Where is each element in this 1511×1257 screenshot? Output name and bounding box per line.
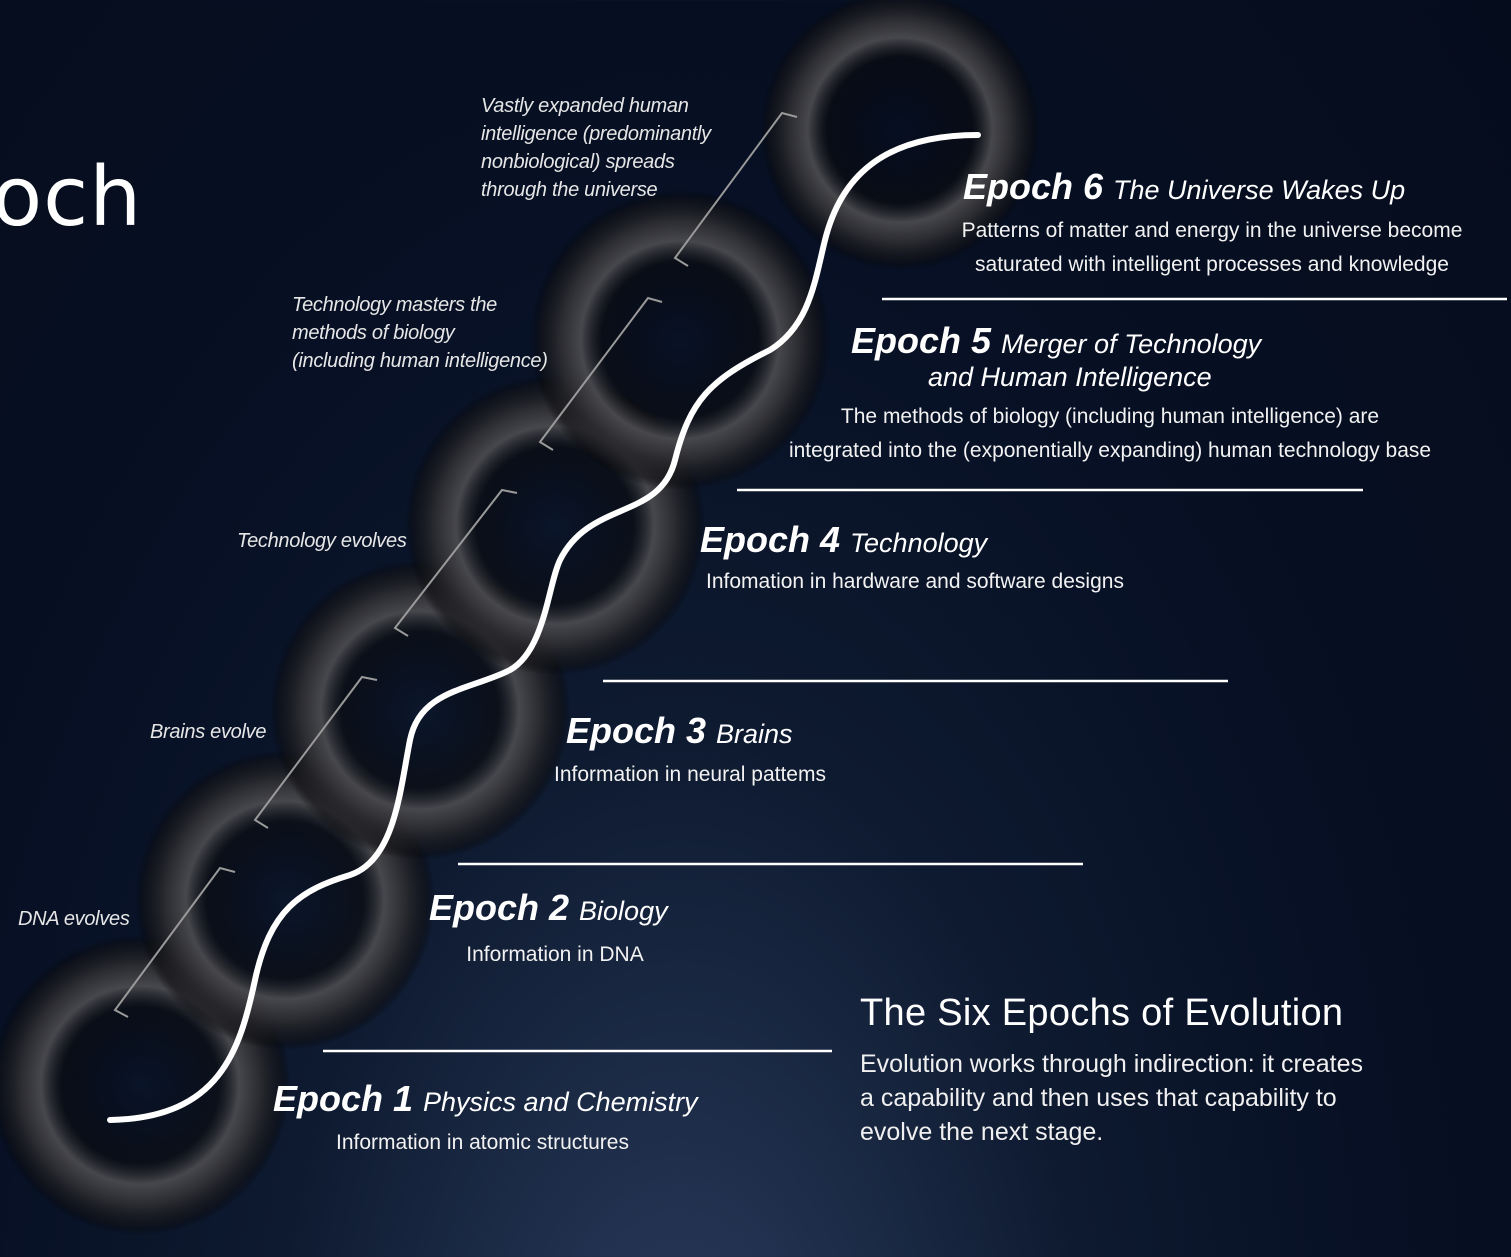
epoch-2-heading: Epoch 2 Biology <box>429 887 668 929</box>
slide-title-fragment: och <box>0 150 143 245</box>
transition-label-technology-evolves: Technology evolves <box>237 527 407 555</box>
epoch-divider-lines <box>323 297 1507 1053</box>
epoch-6-number: Epoch 6 <box>963 166 1104 207</box>
epoch-2-number: Epoch 2 <box>429 887 570 928</box>
epoch-5-description-line: The methods of biology (including human … <box>840 405 1380 428</box>
epoch-1-number: Epoch 1 <box>273 1078 414 1119</box>
epoch-1-description-line: Information in atomic structures <box>336 1131 629 1154</box>
transition-label-brains-evolve: Brains evolve <box>150 718 266 746</box>
transition-label-technology-masters: Technology masters the methods of biolog… <box>292 291 548 375</box>
epoch-3-title: Brains <box>716 719 793 749</box>
epoch-6-description-line: saturated with intelligent processes and… <box>975 253 1449 276</box>
epoch-4-heading: Epoch 4 Technology <box>700 519 987 561</box>
transition-line: DNA evolves <box>18 908 130 930</box>
transition-line: through the universe <box>481 179 658 201</box>
epoch-4-number: Epoch 4 <box>700 519 841 560</box>
epoch-6-description: Patterns of matter and energy in the uni… <box>912 214 1511 282</box>
epoch-5-description-line: integrated into the (exponentially expan… <box>788 439 1432 462</box>
torus-rings <box>0 0 1040 1235</box>
epoch-3-description-line: Information in neural pattems <box>554 763 826 786</box>
epoch-1-title: Physics and Chemistry <box>423 1087 698 1117</box>
diagram-title: The Six Epochs of Evolution <box>860 992 1344 1034</box>
epoch-4-description: Infomation in hardware and software desi… <box>640 565 1190 599</box>
epoch-3-number: Epoch 3 <box>566 710 707 751</box>
transition-line: Vastly expanded human <box>481 95 689 117</box>
transition-label-vastly-expanded: Vastly expanded human intelligence (pred… <box>481 92 711 204</box>
epoch-6-heading: Epoch 6 The Universe Wakes Up <box>963 166 1405 208</box>
transition-line: (including human intelligence) <box>292 350 548 372</box>
epoch-3-description: Information in neural pattems <box>500 758 880 792</box>
transition-brackets <box>113 111 798 1018</box>
torus-ring-5 <box>530 190 830 490</box>
epoch-2-description-line: Information in DNA <box>466 943 644 966</box>
epoch-5-title-line2: and Human Intelligence <box>928 362 1212 392</box>
epoch-4-title: Technology <box>850 528 988 558</box>
bracket-technology-masters <box>538 296 663 451</box>
diagram-description-line: evolve the next stage. <box>860 1118 1104 1146</box>
bracket-dna-evolves <box>113 866 236 1018</box>
transition-line: Brains evolve <box>150 721 267 743</box>
epoch-2-description: Information in DNA <box>430 938 680 972</box>
epoch-4-description-line: Infomation in hardware and software desi… <box>706 570 1124 593</box>
torus-ring-6 <box>760 0 1040 270</box>
diagram-description: Evolution works through indirection: it … <box>860 1047 1363 1149</box>
epoch-1-description: Information in atomic structures <box>290 1126 675 1160</box>
bracket-technology-evolves <box>393 488 518 637</box>
transition-line: Technology evolves <box>237 530 407 552</box>
epoch-5-title: Merger of Technology <box>1001 329 1262 359</box>
epoch-6-title: The Universe Wakes Up <box>1113 175 1406 205</box>
epoch-2-title: Biology <box>579 896 668 926</box>
transition-line: intelligence (predominantly <box>481 123 711 145</box>
epoch-3-heading: Epoch 3 Brains <box>566 710 793 752</box>
transition-line: methods of biology <box>292 322 455 344</box>
bracket-vastly-expanded <box>673 111 798 267</box>
transition-line: Technology masters the <box>292 294 498 316</box>
bracket-brains-evolve <box>253 675 378 829</box>
transition-label-dna-evolves: DNA evolves <box>18 905 130 933</box>
epoch-5-heading: Epoch 5 Merger of Technology <box>851 320 1261 362</box>
epoch-5-description: The methods of biology (including human … <box>740 400 1480 468</box>
epoch-6-description-line: Patterns of matter and energy in the uni… <box>961 219 1463 242</box>
diagram-description-line: a capability and then uses that capabili… <box>860 1084 1337 1112</box>
diagram-description-line: Evolution works through indirection: it … <box>860 1050 1364 1078</box>
epoch-1-heading: Epoch 1 Physics and Chemistry <box>273 1078 698 1120</box>
evolution-s-curve <box>107 132 981 1123</box>
transition-line: nonbiological) spreads <box>481 151 675 173</box>
epoch-5-number: Epoch 5 <box>851 320 992 361</box>
